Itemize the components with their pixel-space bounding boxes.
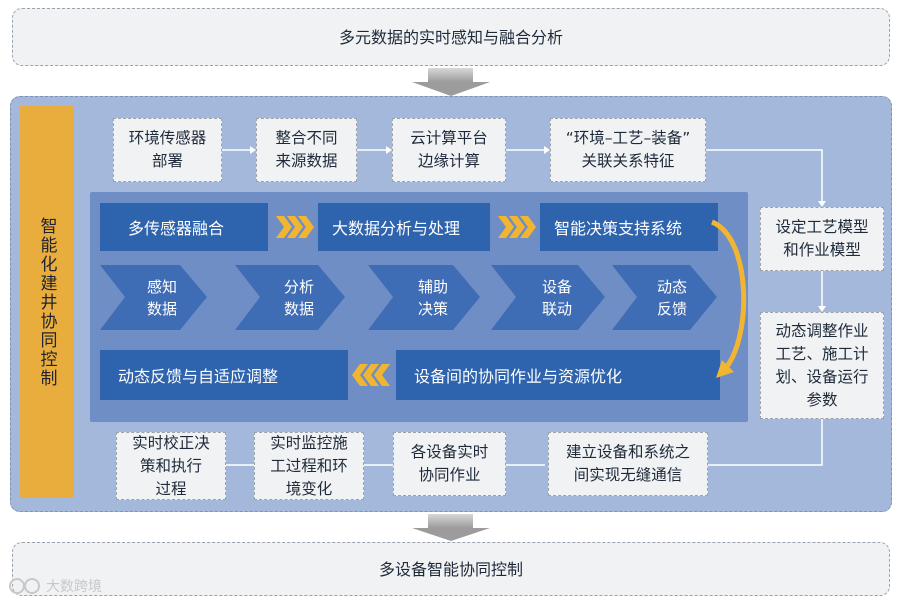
flow-box-sensor-deploy: 环境传感器 部署	[113, 118, 222, 182]
watermark-logo-icon	[9, 578, 40, 594]
flow-box-text: 动态调整作业 工艺、施工计 划、设备运行 参数	[775, 321, 869, 409]
top-down-arrow-shaft	[428, 68, 473, 82]
chevron-label-assist-decision: 辅助 决策	[378, 265, 474, 330]
curved-arrow-icon	[710, 219, 747, 372]
flow-box-text: 实时监控施 工过程和环 境变化	[270, 433, 348, 498]
top-banner-text: 多元数据的实时感知与融合分析	[338, 27, 563, 47]
flow-box-relation-features: “环境–工艺–装备” 关联关系特征	[550, 118, 706, 182]
flow-box-text: 整合不同 来源数据	[275, 129, 338, 170]
bottom-banner-text: 多设备智能协同控制	[378, 559, 523, 579]
side-label-text: 智能化建井协同控制	[36, 216, 57, 388]
watermark: 大数跨境	[8, 574, 102, 598]
chevron-text: 动态 反馈	[656, 277, 687, 318]
bottom-banner: 多设备智能协同控制	[12, 542, 890, 596]
top-banner: 多元数据的实时感知与融合分析	[12, 8, 890, 66]
flow-box-text: 各设备实时 协同作业	[410, 443, 489, 484]
side-label: 智能化建井协同控制	[20, 106, 74, 498]
bar-text: 动态反馈与自适应调整	[118, 367, 279, 386]
flow-box-text: 设定工艺模型 和作业模型	[775, 218, 869, 259]
bar-multi-sensor-fusion: 多传感器融合	[100, 203, 268, 251]
flow-box-realtime-collab: 各设备实时 协同作业	[393, 432, 506, 496]
flow-box-dynamic-adjust: 动态调整作业 工艺、施工计 划、设备运行 参数	[760, 312, 884, 419]
flow-box-correct: 实时校正决 策和执行 过程	[116, 432, 226, 500]
flow-box-text: “环境–工艺–装备” 关联关系特征	[565, 129, 691, 170]
flow-box-text: 云计算平台 边缘计算	[410, 129, 488, 170]
chevron-shape	[235, 265, 345, 330]
chevron-label-device-link: 设备 联动	[501, 265, 599, 330]
yellow-chevrons-left	[352, 364, 390, 386]
bar-text: 智能决策支持系统	[554, 219, 683, 238]
bar-decision-support: 智能决策支持系统	[540, 203, 718, 251]
chevron-shape	[612, 265, 717, 330]
flow-box-monitor: 实时监控施 工过程和环 境变化	[254, 432, 364, 500]
bar-device-collaboration: 设备间的协同作业与资源优化	[396, 350, 720, 400]
chevron-shape	[100, 265, 207, 330]
chevron-text: 辅助 决策	[417, 277, 448, 318]
bar-text: 大数据分析与处理	[332, 219, 461, 238]
chevron-shape	[491, 265, 605, 330]
flow-box-seamless-comm: 建立设备和系统之 间实现无缝通信	[548, 432, 708, 496]
watermark-text: 大数跨境	[46, 579, 102, 595]
chevron-label-dynamic-feedback: 动态 反馈	[620, 265, 710, 330]
bar-text: 设备间的协同作业与资源优化	[414, 367, 623, 386]
chevron-shape	[368, 265, 480, 330]
flow-box-text: 环境传感器 部署	[128, 129, 207, 170]
yellow-chevrons-right-1	[276, 216, 314, 238]
chevron-text: 设备 联动	[541, 277, 572, 318]
flow-box-text: 建立设备和系统之 间实现无缝通信	[565, 443, 690, 484]
bar-big-data-analysis: 大数据分析与处理	[318, 203, 490, 251]
bar-adaptive-adjust: 动态反馈与自适应调整	[100, 350, 348, 400]
yellow-chevrons-right-2	[498, 216, 536, 238]
chevron-text: 分析 数据	[283, 277, 314, 318]
bottom-down-arrow-shaft	[428, 514, 473, 528]
chevron-text: 感知 数据	[146, 277, 177, 318]
chevron-label-analyze-data: 分析 数据	[245, 265, 339, 330]
bar-text: 多传感器融合	[128, 219, 225, 238]
flow-box-text: 实时校正决 策和执行 过程	[132, 433, 210, 498]
chevron-label-sense-data: 感知 数据	[110, 265, 200, 330]
flow-box-set-models: 设定工艺模型 和作业模型	[760, 207, 884, 271]
flow-box-cloud-edge: 云计算平台 边缘计算	[392, 118, 506, 182]
flow-box-integrate-data: 整合不同 来源数据	[256, 118, 357, 182]
